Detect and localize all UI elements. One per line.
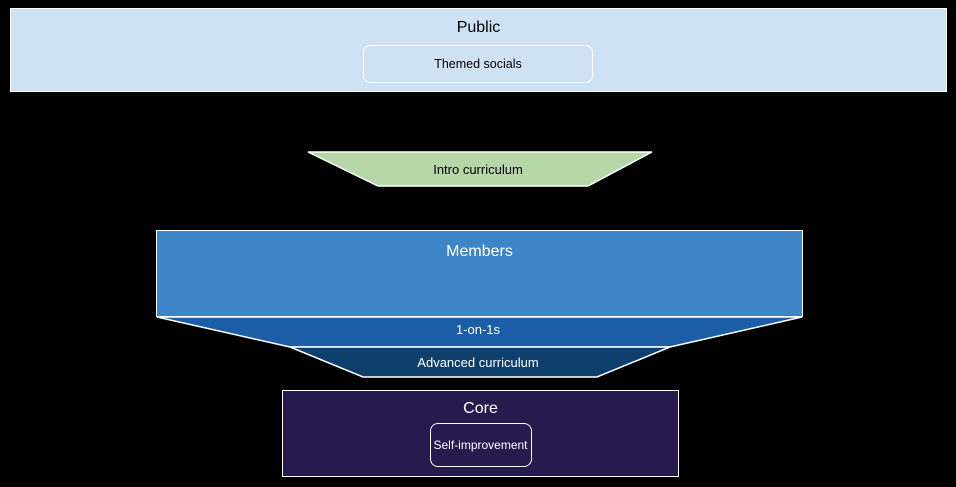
core-title: Core (463, 400, 498, 417)
self-improvement-box: Self-improvement (429, 423, 532, 467)
advanced-curriculum-label: Advanced curriculum (417, 355, 539, 370)
members-title: Members (446, 243, 513, 260)
public-band: Public Themed socials (10, 8, 947, 92)
one-on-ones-label: 1-on-1s (455, 322, 501, 337)
public-title: Public (456, 19, 501, 36)
intro-curriculum-label: Intro curriculum (433, 162, 523, 177)
core-box: Core Self-improvement (282, 390, 679, 477)
self-improvement-label: Self-improvement (433, 437, 528, 452)
advanced-curriculum-shape (289, 346, 671, 378)
themed-socials-label: Themed socials (434, 57, 522, 71)
members-box: Members (156, 230, 803, 317)
intro-curriculum-shape (307, 151, 653, 187)
themed-socials-box: Themed socials (363, 45, 593, 83)
